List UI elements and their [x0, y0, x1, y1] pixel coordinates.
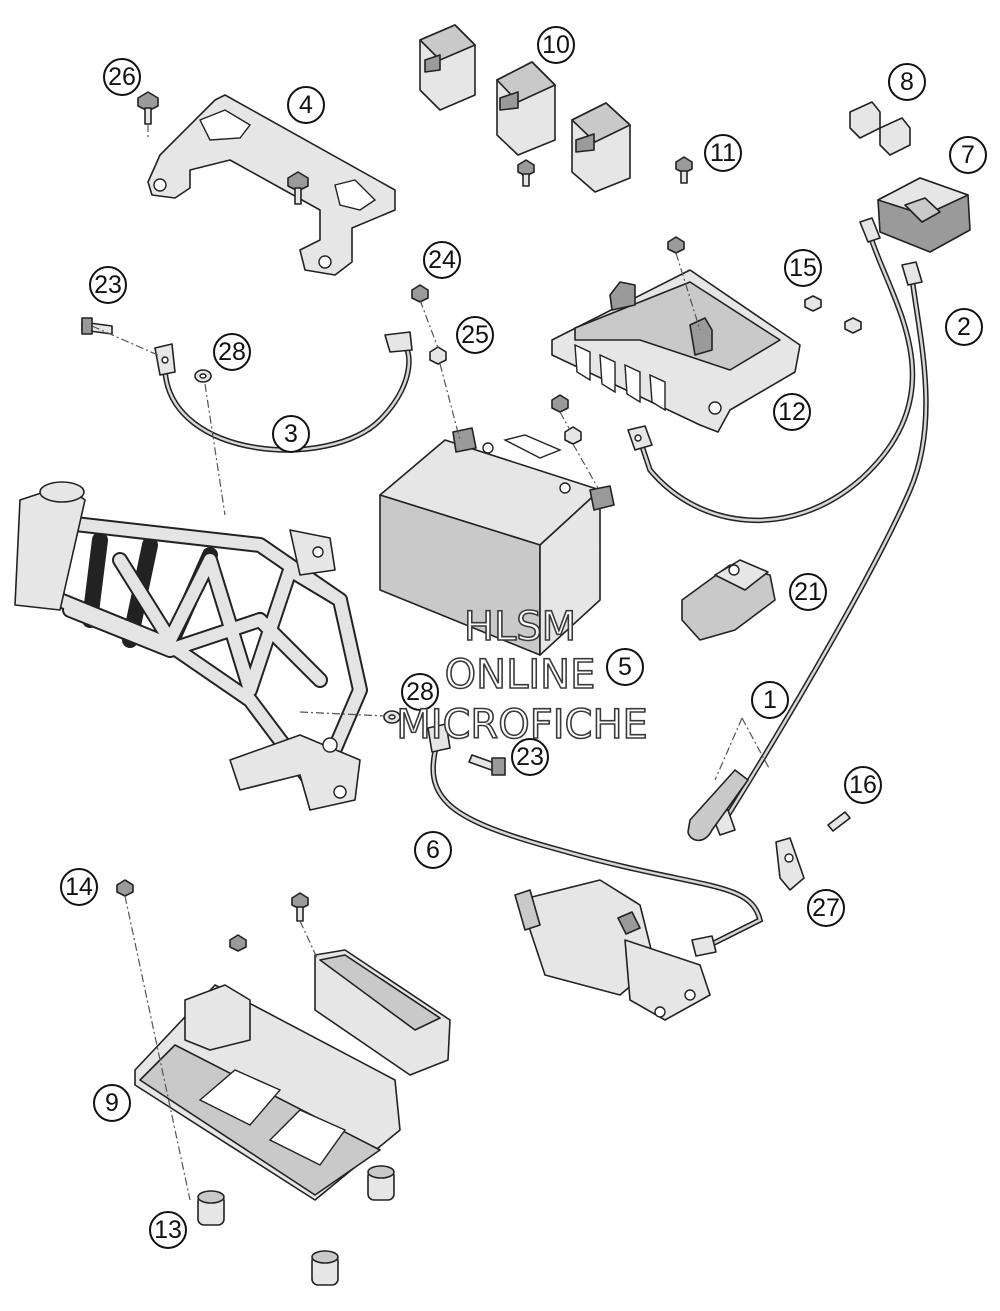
svg-text:3: 3	[284, 420, 298, 448]
washer-part-28-bottom	[383, 710, 401, 724]
callout-4: 4	[287, 86, 325, 124]
svg-text:14: 14	[65, 873, 93, 901]
starter-motor	[514, 879, 711, 1021]
svg-text:7: 7	[961, 141, 975, 169]
svg-text:23: 23	[516, 743, 544, 771]
leader-lines	[91, 124, 771, 1201]
cable-part-3	[154, 331, 413, 453]
callout-6: 6	[414, 831, 452, 869]
callout-24: 24	[423, 241, 461, 279]
svg-text:12: 12	[778, 398, 806, 426]
callout-21: 21	[789, 573, 827, 611]
svg-text:5: 5	[618, 653, 632, 681]
bracket-part-27	[775, 837, 805, 891]
callout-10: 10	[537, 26, 575, 64]
svg-text:28: 28	[406, 678, 434, 706]
svg-text:24: 24	[428, 246, 456, 274]
callout-28-top: 28	[213, 333, 251, 371]
cable-part-2	[627, 217, 916, 524]
callout-28-bottom: 28	[401, 673, 439, 711]
nut-part-25	[429, 346, 582, 445]
callout-14: 14	[60, 868, 98, 906]
svg-text:21: 21	[794, 578, 822, 606]
relays-part-10	[419, 24, 631, 193]
watermark-line-2: ONLINE	[445, 652, 596, 698]
callout-26: 26	[103, 58, 141, 96]
watermark-line-3: MICROFICHE	[396, 702, 648, 748]
callout-27: 27	[807, 889, 845, 927]
svg-text:25: 25	[461, 321, 489, 349]
cover-part-21	[681, 559, 776, 641]
bumpers-part-13	[197, 1165, 395, 1286]
cable-part-6	[427, 723, 764, 957]
screw-part-24	[411, 284, 569, 413]
svg-text:23: 23	[94, 271, 122, 299]
svg-text:15: 15	[789, 254, 817, 282]
callout-3: 3	[272, 415, 310, 453]
screw-part-23-bottom	[468, 754, 506, 776]
cable-part-1	[687, 261, 929, 842]
callout-7: 7	[949, 136, 987, 174]
screw-part-23-top	[81, 317, 113, 335]
svg-text:2: 2	[957, 313, 971, 341]
callout-13: 13	[149, 1211, 187, 1249]
callout-9: 9	[93, 1084, 131, 1122]
screw-part-26	[137, 91, 159, 125]
screw-part-16	[827, 811, 851, 832]
fuses-part-8	[849, 101, 911, 156]
bracket-part-4	[147, 94, 396, 276]
watermark: HLSM ONLINE MICROFICHE	[395, 603, 648, 749]
svg-text:10: 10	[542, 31, 570, 59]
callout-16: 16	[844, 766, 882, 804]
svg-text:28: 28	[218, 338, 246, 366]
svg-text:1: 1	[763, 686, 777, 714]
battery-part-5	[379, 427, 615, 656]
callout-12: 12	[773, 393, 811, 431]
watermark-line-1: HLSM	[464, 604, 576, 650]
screw-bracket	[287, 171, 309, 205]
callout-25: 25	[456, 316, 494, 354]
frame	[14, 481, 368, 811]
svg-text:6: 6	[426, 836, 440, 864]
callout-23-bottom: 23	[511, 738, 549, 776]
svg-text:26: 26	[108, 63, 136, 91]
screw-part-11	[517, 156, 693, 187]
starter-relay-part-7	[877, 177, 971, 253]
screw-part-14	[116, 879, 309, 952]
callout-11: 11	[704, 134, 742, 172]
svg-text:11: 11	[710, 139, 736, 167]
callout-8: 8	[888, 63, 926, 101]
callout-1: 1	[751, 681, 789, 719]
svg-text:4: 4	[299, 91, 313, 119]
washer-part-28-top	[194, 369, 212, 383]
screw-part-15	[804, 295, 862, 334]
svg-text:13: 13	[154, 1216, 182, 1244]
callout-5: 5	[606, 648, 644, 686]
svg-text:9: 9	[105, 1089, 119, 1117]
screw-carrier	[667, 236, 685, 254]
svg-text:8: 8	[900, 68, 914, 96]
svg-text:16: 16	[849, 771, 877, 799]
carrier-part-12	[551, 269, 801, 433]
callout-15: 15	[784, 249, 822, 287]
callout-2: 2	[945, 308, 983, 346]
callout-23-top: 23	[89, 266, 127, 304]
battery-box-part-9	[134, 949, 451, 1201]
svg-text:27: 27	[812, 894, 840, 922]
